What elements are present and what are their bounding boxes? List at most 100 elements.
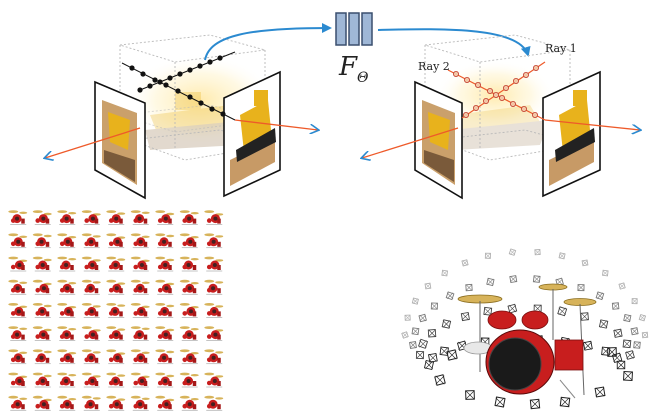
sample-points-ray-a [137, 55, 223, 93]
output-view-right [542, 70, 601, 198]
camera-frustum-icon [557, 306, 568, 317]
sample-points-ray-b [129, 65, 226, 117]
camera-frustum-icon [483, 306, 493, 316]
thumbnail-image [155, 233, 175, 249]
thumbnail-image [57, 233, 77, 249]
thumbnail-image [81, 210, 101, 225]
camera-frustum-icon [461, 259, 469, 267]
camera-frustum-icon [418, 338, 429, 349]
camera-frustum-icon [611, 302, 620, 310]
thumbnail-image [204, 279, 224, 295]
thumbnail-image [130, 233, 150, 249]
network-layer-3 [361, 12, 373, 46]
camera-frustum-icon [430, 302, 438, 310]
arrow-from-network [377, 28, 531, 57]
thumbnail-image [8, 372, 28, 388]
input-view-right [223, 70, 281, 198]
camera-frustum-icon [508, 248, 517, 256]
thumbnail-image [57, 395, 77, 411]
camera-frustum-icon [638, 313, 647, 322]
camera-frustum-icon [446, 349, 458, 361]
camera-frustum-icon [494, 396, 506, 408]
camera-frustum-icon [622, 339, 632, 349]
thumbnail-image [32, 210, 52, 225]
thumbnail-image [155, 326, 175, 341]
ray2-label: Ray 2 [418, 60, 450, 73]
camera-frustum-icon [633, 341, 641, 349]
camera-frustum-icon [401, 331, 409, 339]
camera-frustum-icon [507, 303, 518, 314]
floor-tom [554, 339, 584, 371]
camera-frustum-icon [625, 350, 635, 360]
thumbnail-image [32, 349, 52, 365]
camera-frustum-icon [465, 390, 475, 400]
thumbnail-image [155, 395, 175, 411]
camera-frustum-icon [613, 328, 623, 338]
thumbnail-image [8, 349, 28, 365]
thumbnail-image [204, 349, 224, 365]
thumbnail-image [179, 349, 199, 365]
thumbnail-image [106, 210, 126, 225]
camera-frustums [401, 248, 649, 410]
camera-frustum-icon [559, 396, 571, 408]
thumbnail-image [81, 372, 101, 388]
camera-frustum-icon [532, 275, 541, 283]
left-scene [45, 23, 332, 200]
red-ray-right-out [544, 119, 640, 130]
thumbnail-image [204, 395, 224, 411]
camera-frustum-icon [441, 269, 449, 277]
camera-frustum-icon [509, 275, 518, 284]
thumbnail-image [179, 256, 199, 272]
camera-frustum-icon [424, 282, 432, 290]
thumbnail-image [8, 256, 28, 272]
network-layer-1 [335, 12, 347, 46]
thumbnail-image [155, 210, 175, 225]
thumbnail-image [155, 372, 175, 388]
bass-drum-head [488, 337, 542, 391]
red-ray-left [45, 127, 141, 158]
faded-bulldozer-right [450, 105, 550, 150]
thumbnail-image [130, 349, 150, 365]
network-block: F Θ [335, 12, 373, 86]
red-ray-left-out [362, 127, 459, 158]
thumbnail-image [130, 326, 150, 341]
thumbnail-image [81, 256, 101, 272]
thumbnail-image [179, 303, 199, 318]
camera-frustum-icon [623, 313, 632, 323]
thumbnail-image [32, 303, 52, 318]
thumbnail-image [106, 303, 126, 318]
thumbnail-image [179, 372, 199, 388]
thumbnail-image [81, 349, 101, 365]
thumbnail-image [179, 233, 199, 249]
camera-frustum-icon [595, 291, 605, 301]
camera-frustum-icon [441, 319, 452, 329]
camera-dome-panel [401, 248, 649, 410]
thumbnail-image [130, 256, 150, 272]
thumbnail-image [81, 233, 101, 249]
camera-frustum-icon [641, 331, 649, 339]
thumbnail-image [106, 349, 126, 365]
thumbnail-image [179, 326, 199, 341]
thumbnail-image [57, 372, 77, 388]
thumbnail-image [32, 256, 52, 272]
thumbnail-image [130, 395, 150, 411]
network-label: F [338, 52, 358, 82]
camera-frustum-icon [411, 327, 420, 336]
camera-frustum-icon [428, 352, 438, 363]
network-layer-2 [348, 12, 360, 46]
camera-frustum-icon [434, 374, 446, 386]
camera-frustum-icon [445, 291, 455, 301]
camera-frustum-icon [623, 371, 633, 381]
thumbnail-image [130, 279, 150, 295]
thumbnail-image [57, 256, 77, 272]
camera-frustum-icon [607, 347, 617, 357]
thumbnail-image [32, 279, 52, 295]
camera-frustum-icon [602, 269, 609, 277]
view-content-right [230, 138, 275, 186]
thumbnail-image [57, 349, 77, 365]
camera-frustum-icon [486, 277, 495, 287]
thumbnail-image [81, 279, 101, 295]
thumbnail-image [204, 303, 224, 318]
thumbnail-image [179, 210, 199, 225]
